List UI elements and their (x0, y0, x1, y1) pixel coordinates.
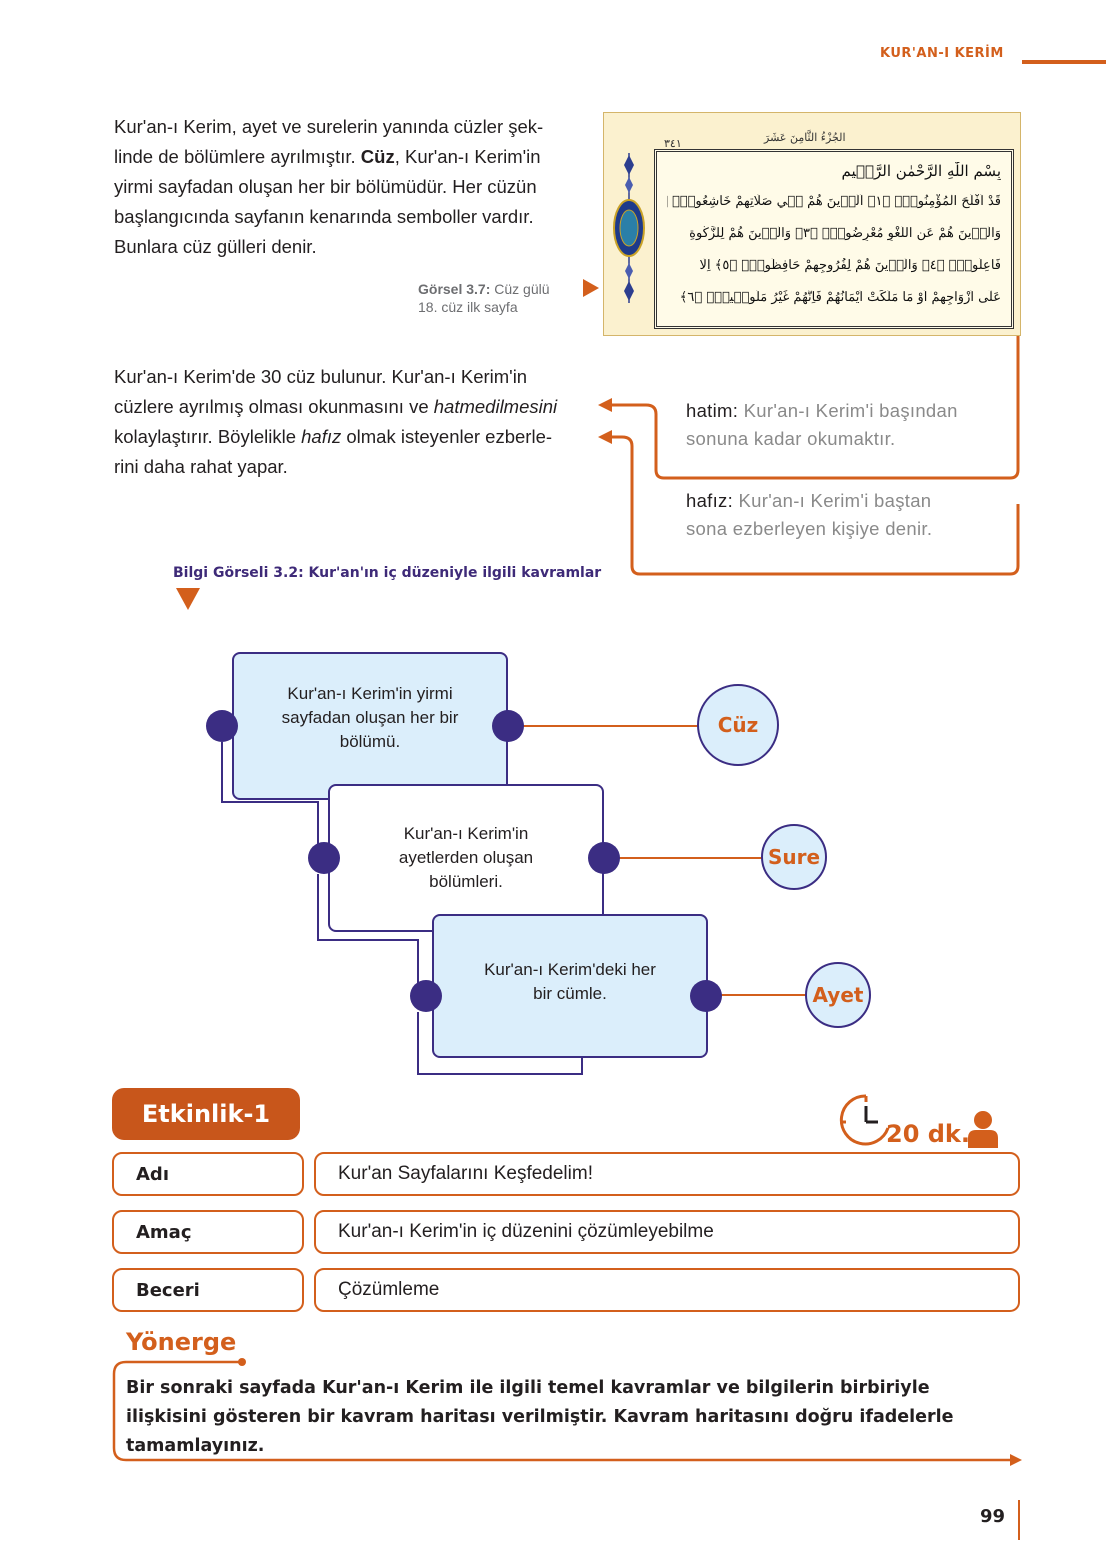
instruction-bracket (112, 1358, 1022, 1466)
row-label-skill: Beceri (112, 1268, 304, 1312)
row-label-name: Adı (112, 1152, 304, 1196)
instruction-text: Bir sonraki sayfada Kur'an-ı Kerim ile i… (126, 1378, 954, 1456)
hatim-term: hatim: (686, 400, 739, 421)
header-rule (1022, 60, 1106, 64)
glossary-hafiz: hafız: Kur'an-ı Kerim'i baştan sona ezbe… (686, 490, 933, 539)
para2-line: kolaylaştırır. Böylelikle hafız olmak is… (114, 426, 553, 447)
para2-line: cüzlere ayrılmış olması okunmasını ve ha… (114, 396, 558, 417)
term-circle-cuz: Cüz (697, 684, 779, 766)
intro-paragraph: Kur'an-ı Kerim, ayet ve surelerin yanınd… (114, 112, 592, 262)
term-circle-sure: Sure (761, 824, 827, 890)
info-graphic-title: Bilgi Görseli 3.2: Kur'an'ın iç düzeniyl… (173, 565, 602, 581)
page-number: 99 (980, 1506, 1006, 1527)
person-icon (968, 1111, 998, 1148)
intro-line: linde de bölümlere ayrılmıştır. Cüz, Kur… (114, 146, 541, 167)
connector-dot (308, 842, 340, 874)
hafiz-term-italic: hafız (301, 426, 342, 447)
glossary-connectors (598, 336, 1020, 576)
connector-dot (492, 710, 524, 742)
connector-dot (690, 980, 722, 1012)
para2-line: rini daha rahat yapar. (114, 456, 288, 477)
row-value-purpose: Kur'an-ı Kerim'in iç düzenini çözümleyeb… (314, 1210, 1020, 1254)
instruction-title: Yönerge (126, 1328, 237, 1356)
page-number-arabic: ٣٤١ (664, 137, 682, 150)
juz-header: الجُزْءُ الثَّامِنَ عَشَرَ (764, 131, 846, 144)
juz-rose-icon (613, 153, 645, 303)
intro-line: yirmi sayfadan oluşan her bir bölümüdür.… (114, 176, 537, 197)
mushaf-line: فَاعِلُونَۙ ﴿٤﴾ وَالَّذ۪ينَ هُمْ لِفُرُو… (699, 258, 1001, 273)
caption-arrow-icon (583, 279, 599, 297)
running-head: KUR'AN-I KERİM (880, 46, 1004, 61)
mushaf-text-frame: بِسْمِ اللّٰهِ الرَّحْمٰنِ الرَّح۪يمِ قَ… (654, 149, 1014, 329)
mushaf-line: قَدْ اَفْلَحَ الْمُؤْمِنُونَۙ ﴿١﴾ اَلَّذ… (667, 194, 1001, 209)
cuz-term: Cüz (360, 146, 395, 167)
mushaf-line: بِسْمِ اللّٰهِ الرَّحْمٰنِ الرَّح۪يمِ (841, 162, 1002, 180)
intro-line: başlangıcında sayfanın kenarında semboll… (114, 206, 534, 227)
hafiz-term: hafız: (686, 490, 734, 511)
term-circle-ayet: Ayet (805, 962, 871, 1028)
paragraph-cuz-count: Kur'an-ı Kerim'de 30 cüz bulunur. Kur'an… (114, 362, 592, 482)
glossary-hatim: hatim: Kur'an-ı Kerim'i başından sonuna … (686, 400, 958, 449)
row-value-skill: Çözümleme (314, 1268, 1020, 1312)
connector-dot (206, 710, 238, 742)
connector-dot (410, 980, 442, 1012)
concept-box-ayet: Kur'an-ı Kerim'deki her bir cümle. (432, 914, 708, 1058)
connector-dot (588, 842, 620, 874)
intro-line: Kur'an-ı Kerim, ayet ve surelerin yanınd… (114, 116, 544, 137)
mushaf-page-image: الجُزْءُ الثَّامِنَ عَشَرَ ٣٤١ بِسْمِ ال… (603, 112, 1021, 336)
figure-caption: Görsel 3.7: Cüz gülü 18. cüz ilk sayfa (418, 281, 550, 315)
hatim-term-italic: hatmedilmesini (433, 396, 558, 417)
intro-line: Bunlara cüz gülleri denir. (114, 236, 317, 257)
concept-map-connectors (221, 725, 806, 1075)
clock-icon (839, 1094, 890, 1146)
down-triangle-icon (176, 588, 200, 610)
mushaf-line: وَالَّذ۪ينَ هُمْ عَنِ اللَّغْوِ مُعْرِضُ… (689, 226, 1001, 241)
page-number-rule (1018, 1500, 1020, 1540)
concept-box-cuz: Kur'an-ı Kerim'in yirmi sayfadan oluşan … (232, 652, 508, 800)
row-label-purpose: Amaç (112, 1210, 304, 1254)
activity-title: Etkinlik-1 (112, 1088, 300, 1140)
mushaf-line: عَلٰٓى اَزْوَاجِهِمْ اَوْ مَا مَلَكَتْ ا… (679, 290, 1001, 305)
row-value-name: Kur'an Sayfalarını Keşfedelim! (314, 1152, 1020, 1196)
concept-box-sure: Kur'an-ı Kerim'in ayetlerden oluşan bölü… (328, 784, 604, 932)
duration-text: 20 dk. (886, 1120, 971, 1148)
para2-line: Kur'an-ı Kerim'de 30 cüz bulunur. Kur'an… (114, 366, 528, 387)
